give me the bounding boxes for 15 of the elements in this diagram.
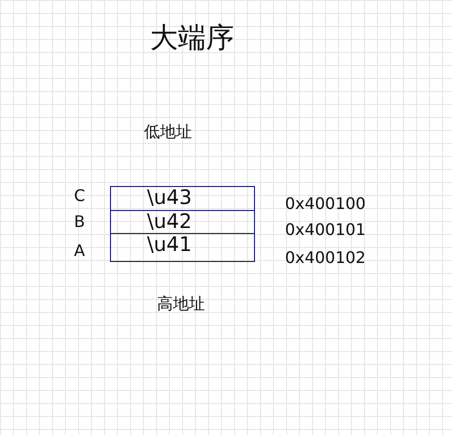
byte-name: A [74, 243, 85, 259]
byte-value: \u42 [147, 209, 192, 233]
memory-address: 0x400101 [285, 222, 366, 238]
address-direction-label: 低地址 [144, 124, 192, 140]
byte-name: C [74, 188, 86, 204]
memory-cell [110, 233, 255, 262]
byte-name: B [74, 214, 85, 230]
memory-cell [110, 186, 255, 211]
address-direction-label: 高地址 [157, 296, 205, 312]
diagram-title: 大端序 [150, 24, 234, 52]
memory-address: 0x400102 [285, 250, 366, 266]
memory-cell [110, 210, 255, 234]
memory-address: 0x400100 [285, 196, 366, 212]
byte-value: \u43 [147, 185, 192, 209]
byte-value: \u41 [147, 232, 192, 256]
